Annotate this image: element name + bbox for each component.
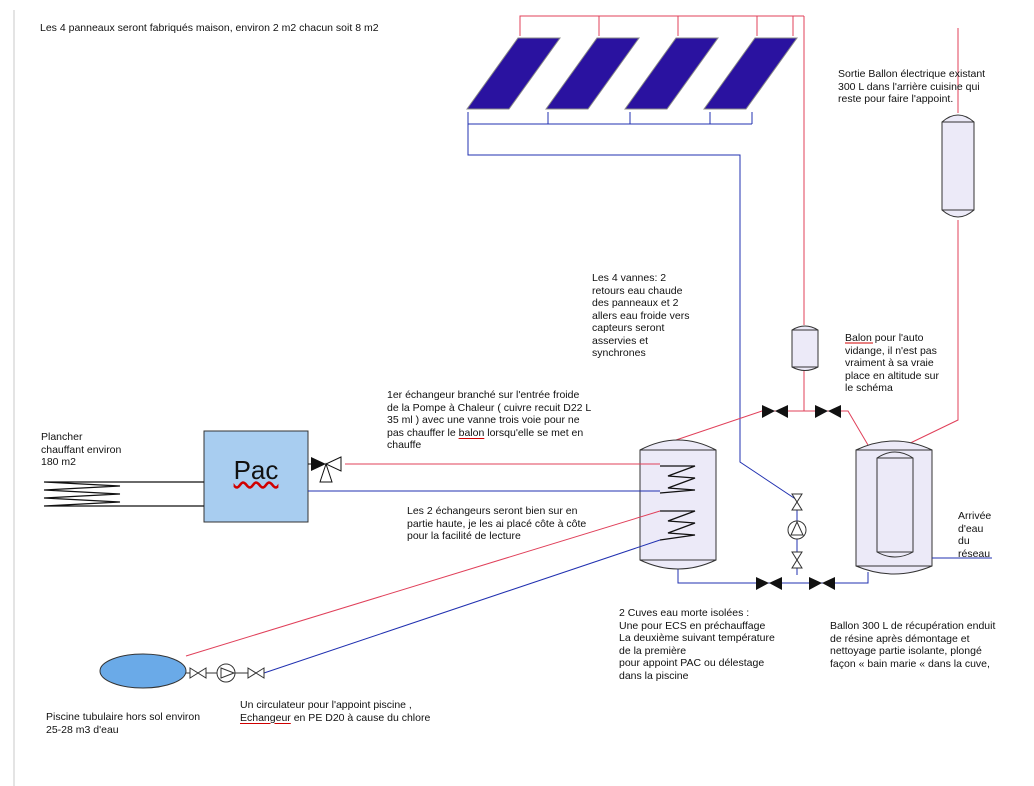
sortie-ballon-note: Sortie Ballon électrique existant 300 L … — [838, 68, 986, 105]
storage-tank-1 — [639, 439, 717, 570]
heat-pump-pac — [203, 430, 309, 523]
solar-panel-2 — [545, 37, 640, 110]
pac-pipes — [308, 456, 660, 492]
underfloor-heating — [43, 481, 204, 507]
solar-circulator — [787, 493, 807, 569]
pool-ellipse — [99, 653, 187, 689]
pool-circuit — [99, 510, 661, 689]
arrivee-note: Arrivée d'eau du réseau — [958, 510, 992, 560]
echangeur1-note: 1er échangeur branché sur l'entrée froid… — [387, 389, 591, 452]
piscine-note: Piscine tubulaire hors sol environ 25-28… — [46, 711, 201, 736]
plancher-note: Plancher chauffant environ 180 m2 — [41, 431, 122, 468]
drain-balloon — [791, 325, 819, 371]
circulateur-text-a: Un circulateur pour l'appoint piscine , — [240, 699, 412, 711]
storage-tank-2 — [855, 440, 992, 575]
circulateur-echangeur-word: Echangeur — [240, 711, 291, 724]
echangeurs2-note: Les 2 échangeurs seront bien sur en part… — [407, 505, 587, 542]
top-valves — [675, 405, 869, 446]
balon-rest: pour l'auto vidange, il n'est pas vraime… — [845, 332, 939, 394]
vannes-note: Les 4 vannes: 2 retours eau chaude des p… — [592, 272, 690, 359]
cuves-note: 2 Cuves eau morte isolées : Une pour ECS… — [619, 607, 775, 682]
pac-label: Pac — [233, 455, 279, 485]
cold-manifold — [467, 112, 798, 575]
solar-panels — [466, 37, 798, 110]
solar-panel-1 — [466, 37, 561, 110]
circulateur-note: Un circulateur pour l'appoint piscine , … — [240, 699, 430, 724]
echangeur1-text-a: 1er échangeur branché sur l'entrée froid… — [387, 389, 592, 439]
hot-manifold — [519, 15, 805, 411]
electric-boiler — [899, 28, 975, 449]
balon-note: Balon pour l'auto vidange, il n'est pas … — [845, 332, 939, 395]
echangeur1-text-b: lorsqu'elle se met en chauffe — [387, 426, 584, 452]
solar-panel-4 — [703, 37, 798, 110]
echangeur1-balon-word: balon — [458, 426, 485, 439]
panels-note: Les 4 panneaux seront fabriqués maison, … — [40, 22, 379, 34]
balon-word: Balon — [845, 332, 872, 344]
ballon300-note: Ballon 300 L de récupération enduit de r… — [830, 620, 996, 670]
circulateur-text-b: en PE D20 à cause du chlore — [290, 711, 431, 724]
bottom-valves — [677, 568, 869, 590]
solar-panel-3 — [624, 37, 719, 110]
